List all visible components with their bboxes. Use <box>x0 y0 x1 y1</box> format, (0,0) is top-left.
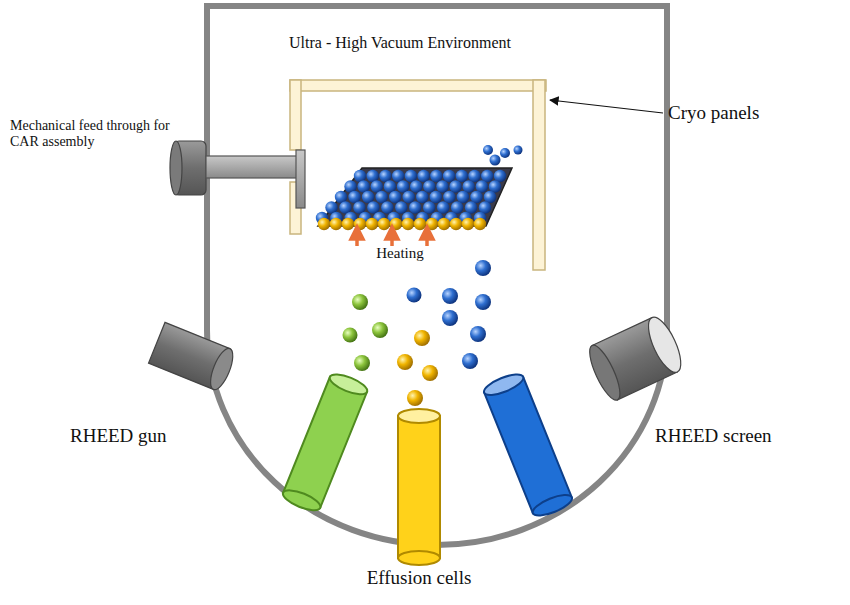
atom <box>390 218 402 230</box>
atom <box>481 170 493 182</box>
atom <box>397 354 413 370</box>
atom <box>490 155 501 166</box>
substrate <box>316 168 512 230</box>
atom <box>342 218 354 230</box>
atom <box>372 322 388 338</box>
rheed-screen <box>584 313 687 404</box>
leader-line <box>550 100 663 113</box>
rheed-screen-label: RHEED screen <box>655 425 840 447</box>
atom <box>426 218 438 230</box>
atom <box>423 180 435 192</box>
atom <box>474 218 486 230</box>
effusion-cells-label: Effusion cells <box>319 567 519 589</box>
atom <box>450 218 462 230</box>
atom <box>353 201 365 213</box>
atom <box>397 180 409 192</box>
atom <box>438 218 450 230</box>
atom <box>395 201 407 213</box>
atom <box>514 146 523 155</box>
atom <box>407 288 422 303</box>
atom <box>354 355 370 371</box>
atom <box>422 365 438 381</box>
atom-beams <box>343 145 523 406</box>
rheed-gun <box>149 322 238 392</box>
atom <box>475 260 491 276</box>
atom <box>456 170 468 182</box>
atom <box>417 170 429 182</box>
atom <box>367 201 379 213</box>
atom <box>410 180 422 192</box>
atom <box>475 294 491 310</box>
atom <box>403 191 415 203</box>
atom <box>381 201 393 213</box>
atom <box>366 218 378 230</box>
rheed-gun-label: RHEED gun <box>70 425 200 447</box>
atom <box>409 201 421 213</box>
atom <box>451 201 463 213</box>
heating-label: Heating <box>355 245 445 262</box>
atom <box>463 180 475 192</box>
atom <box>470 191 482 203</box>
atom <box>476 180 488 192</box>
atom <box>468 170 480 182</box>
heating-arrows <box>357 232 427 246</box>
atom <box>414 218 426 230</box>
atom <box>402 218 414 230</box>
atom <box>389 191 401 203</box>
atom <box>430 170 442 182</box>
atom <box>318 218 330 230</box>
atom <box>443 170 455 182</box>
atom <box>436 180 448 192</box>
atom <box>430 191 442 203</box>
atom <box>437 201 449 213</box>
atom <box>449 180 461 192</box>
atom <box>375 191 387 203</box>
chamber-label: Ultra - High Vacuum Environment <box>250 34 550 52</box>
cryo-panel-label: Cryo panels <box>668 102 838 124</box>
atom <box>343 328 358 343</box>
atom <box>470 326 486 342</box>
atom <box>442 288 458 304</box>
atom <box>414 330 430 346</box>
atom <box>457 191 469 203</box>
atom <box>407 390 423 406</box>
atom <box>462 218 474 230</box>
atom <box>330 218 342 230</box>
atom <box>462 353 478 369</box>
feedthrough-label: Mechanical feed through for CAR assembly <box>10 118 195 150</box>
atom <box>443 191 455 203</box>
atom <box>384 180 396 192</box>
cryo-panels <box>290 80 546 270</box>
effusion-cell-yellow <box>398 409 440 565</box>
atom <box>378 218 390 230</box>
atom <box>405 170 417 182</box>
atom <box>416 191 428 203</box>
atom <box>500 148 510 158</box>
atom <box>442 310 458 326</box>
atom <box>483 145 493 155</box>
atom <box>465 201 477 213</box>
atom <box>352 294 368 310</box>
effusion-cell-green <box>280 370 369 514</box>
atom <box>362 191 374 203</box>
feedthrough <box>170 141 305 208</box>
atom <box>339 201 351 213</box>
atom <box>354 170 366 182</box>
effusion-cell-blue <box>482 370 575 519</box>
atom <box>423 201 435 213</box>
atom <box>354 218 366 230</box>
